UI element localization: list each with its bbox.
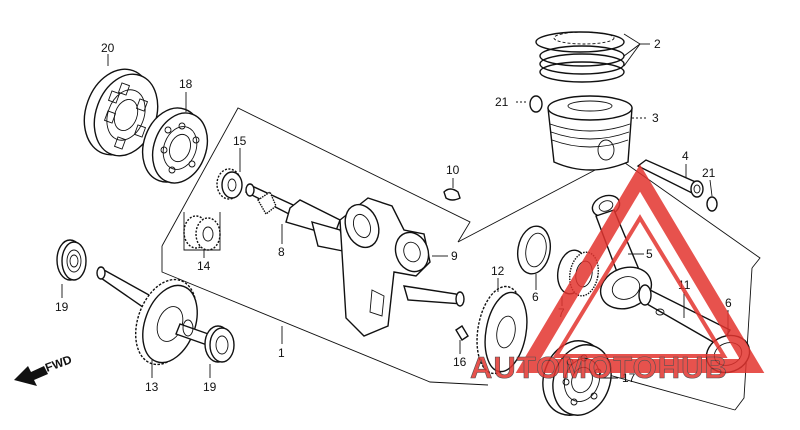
- gear-12: [476, 285, 528, 375]
- callout-16: 16: [453, 355, 467, 369]
- gear-shaft-13: [96, 266, 215, 366]
- callout-4: 4: [682, 149, 689, 163]
- fwd-direction-indicator: FWD: [14, 352, 74, 386]
- callout-21-left: 21: [495, 95, 509, 109]
- piston-pin-4: [636, 159, 704, 198]
- callout-3: 3: [652, 111, 659, 125]
- shaft-8: [244, 183, 350, 253]
- gear-14: [183, 215, 221, 251]
- bearing-19-left: [56, 239, 87, 281]
- callout-12: 12: [491, 264, 505, 278]
- callout-labels: 20 18 15 14 8 19 13 19 1 9 10 2 21 3 4 2…: [55, 37, 732, 394]
- callout-18: 18: [179, 77, 193, 91]
- piston-3: [547, 95, 633, 171]
- bearing-19-right: [204, 325, 235, 363]
- callout-19-left: 19: [55, 300, 69, 314]
- bearing-20: [83, 68, 159, 157]
- callout-15: 15: [233, 134, 247, 148]
- callout-2: 2: [654, 37, 661, 51]
- callout-1: 1: [278, 346, 285, 360]
- watermark-text: AUTOMOTOHUB: [470, 350, 728, 385]
- piston-rings-2: [535, 31, 625, 83]
- callout-10: 10: [446, 163, 460, 177]
- callout-6-right: 6: [725, 296, 732, 310]
- gear-15: [216, 168, 243, 200]
- callout-13: 13: [145, 380, 159, 394]
- callout-20: 20: [101, 41, 115, 55]
- callout-14: 14: [197, 259, 211, 273]
- watermark-triangle-logo: [515, 164, 765, 373]
- callout-21-right: 21: [702, 166, 716, 180]
- key-10: [443, 188, 461, 201]
- fwd-label: FWD: [43, 352, 74, 375]
- crank-9: [339, 197, 465, 337]
- pin-16: [455, 325, 469, 341]
- callout-5: 5: [646, 247, 653, 261]
- bearing-18: [141, 107, 209, 184]
- callout-8: 8: [278, 245, 285, 259]
- circlip-21-left: [529, 95, 543, 113]
- shim-6-left: [517, 225, 551, 275]
- callout-9: 9: [451, 249, 458, 263]
- circlip-21-right: [706, 196, 718, 212]
- callout-19-right: 19: [203, 380, 217, 394]
- callout-6-left: 6: [532, 290, 539, 304]
- watermark: AUTOMOTOHUB: [470, 164, 765, 385]
- callout-17: 17: [622, 371, 636, 385]
